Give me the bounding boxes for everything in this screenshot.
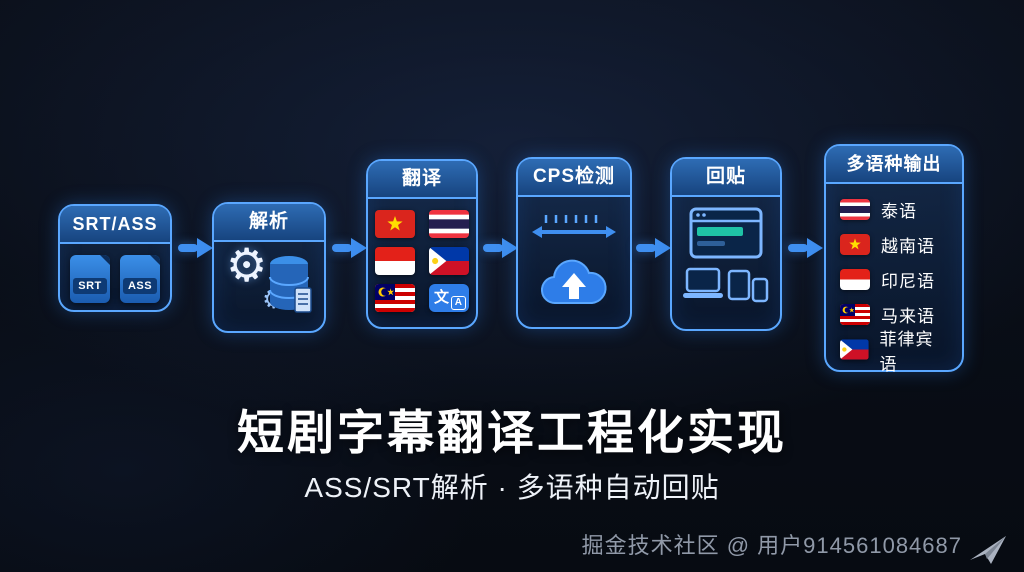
node-multilang-output: 多语种输出 泰语 越南语 — [824, 144, 964, 374]
cloud-upload-icon — [541, 259, 607, 305]
translate-icon-primary: 文 — [434, 289, 450, 306]
node-srt-ass: SRT/ASS SRT ASS — [58, 204, 172, 312]
node-paste-back: 回贴 — [670, 157, 782, 331]
thailand-flag-icon — [840, 199, 870, 220]
srt-file-label: SRT — [73, 278, 107, 294]
node-paste-back-body — [672, 197, 780, 303]
vietnam-flag-icon — [840, 234, 870, 255]
lang-row-malay: 马来语 — [840, 297, 948, 332]
ass-file-label: ASS — [123, 278, 157, 294]
thailand-flag-icon — [429, 210, 469, 238]
lang-name: 印尼语 — [881, 272, 935, 291]
flow-arrow-5 — [788, 238, 823, 258]
node-multilang-output-title: 多语种输出 — [826, 146, 962, 184]
malaysia-flag-icon — [375, 284, 415, 312]
node-translate-title: 翻译 — [368, 161, 476, 199]
lang-name: 菲律宾语 — [879, 329, 934, 374]
lang-row-filipino: 菲律宾语 — [840, 330, 948, 374]
node-cps-check-body — [518, 197, 630, 313]
lang-row-vietnamese: 越南语 — [840, 227, 948, 262]
browser-window-icon — [689, 207, 763, 259]
srt-file-icon: SRT — [70, 255, 110, 303]
flow-arrow-4 — [636, 238, 671, 258]
translate-icon: 文 A — [429, 284, 469, 312]
paper-plane-icon — [970, 536, 1006, 564]
philippines-flag-icon — [840, 339, 869, 360]
ruler-measure-icon — [532, 215, 616, 238]
devices-icon — [683, 267, 769, 303]
malaysia-flag-icon — [840, 304, 870, 325]
lang-row-thai: 泰语 — [840, 192, 948, 227]
node-translate-body: 文 A — [368, 199, 476, 312]
philippines-flag-icon — [429, 247, 469, 275]
watermark-text: 掘金技术社区 @ 用户914561084687 — [581, 533, 962, 558]
node-cps-check-title: CPS检测 — [518, 159, 630, 197]
flow-arrow-1 — [178, 238, 213, 258]
flow-arrow-2 — [332, 238, 367, 258]
node-multilang-output-body: 泰语 越南语 印尼语 — [826, 184, 962, 374]
ass-file-icon: ASS — [120, 255, 160, 303]
vietnam-flag-icon — [375, 210, 415, 238]
lang-row-indonesian: 印尼语 — [840, 262, 948, 297]
watermark: 掘金技术社区 @ 用户914561084687 — [581, 528, 1008, 564]
node-parse-title: 解析 — [214, 204, 324, 242]
database-icon — [269, 256, 312, 313]
node-srt-ass-title: SRT/ASS — [60, 206, 170, 244]
gear-icon: ⚙ — [226, 239, 268, 291]
node-paste-back-title: 回贴 — [672, 159, 780, 197]
translate-icon-secondary: A — [450, 296, 466, 310]
lang-name: 越南语 — [881, 237, 935, 256]
lang-name: 马来语 — [881, 307, 935, 326]
page-subtitle: ASS/SRT解析 · 多语种自动回贴 — [304, 472, 720, 503]
lang-name: 泰语 — [881, 202, 917, 221]
node-parse: 解析 ⚙ ⚙ — [212, 202, 326, 333]
node-parse-body: ⚙ ⚙ — [214, 242, 324, 332]
indonesia-flag-icon — [840, 269, 870, 290]
flow-arrow-3 — [483, 238, 518, 258]
node-srt-ass-body: SRT ASS — [60, 244, 170, 303]
page-title: 短剧字幕翻译工程化实现 — [237, 406, 787, 459]
node-cps-check: CPS检测 — [516, 157, 632, 329]
node-translate: 翻译 — [366, 159, 478, 329]
indonesia-flag-icon — [375, 247, 415, 275]
